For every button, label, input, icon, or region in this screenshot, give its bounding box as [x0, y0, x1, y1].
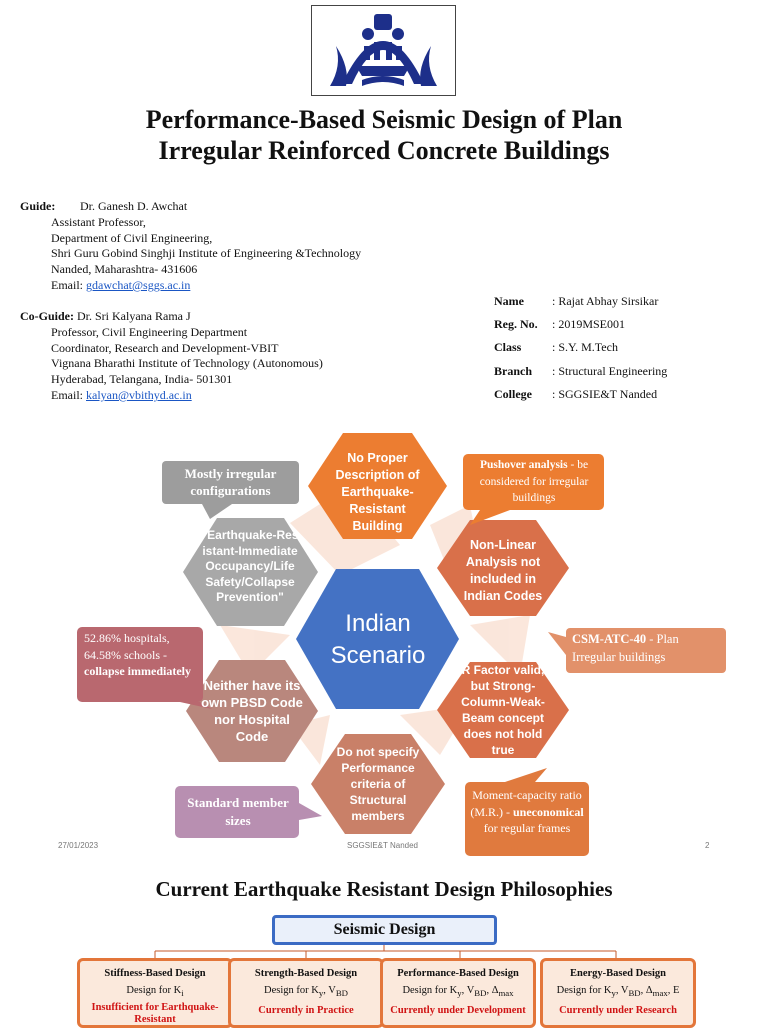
guide-label: Guide: [20, 199, 56, 213]
coguide-line: Hyderabad, Telangana, India- 501301 [51, 372, 233, 387]
coguide-name: Dr. Sri Kalyana Rama J [77, 309, 191, 323]
guide-line: Assistant Professor, [51, 214, 146, 229]
coguide-email-link[interactable]: kalyan@vbithyd.ac.in [86, 387, 192, 402]
institute-logo [311, 5, 456, 96]
page-title: Performance-Based Seismic Design of Plan… [0, 104, 768, 166]
card-stiffness: Stiffness-Based Design Design for Ki Ins… [77, 958, 233, 1028]
center-line-2: Scenario [330, 642, 426, 669]
card-title: Stiffness-Based Design [104, 968, 206, 979]
info-value: : Structural Engineering [552, 363, 668, 378]
info-row: College : SGGSIE&T Nanded [494, 387, 667, 410]
card-design: Design for Ki [126, 985, 184, 999]
callout-pushover-rest: - be considered for irregular buildings [479, 459, 589, 504]
coguide-line: Coordinator, Research and Development-VB… [51, 340, 279, 355]
tree-connectors [154, 940, 617, 958]
coguide-line: Professor, Civil Engineering Department [51, 324, 248, 339]
callout-standard-sizes: Standard member sizes [187, 795, 289, 828]
info-value: : Rajat Abhay Sirsikar [552, 294, 659, 308]
student-info-table: Name : Rajat Abhay Sirsikar Reg. No. : 201… [494, 294, 667, 410]
card-title: Performance-Based Design [397, 968, 519, 979]
hex-center [296, 569, 459, 709]
hex-top [308, 433, 447, 539]
guide-email-label: Email: [51, 277, 86, 292]
callout-csm: CSM-ATC-40 - Plan Irregular buildings [572, 631, 722, 666]
info-key: Class [494, 340, 522, 355]
info-value: : S.Y. M.Tech [552, 340, 618, 355]
callout-moment-capacity: Moment-capacity ratio (M.R.) - uneconomi… [468, 787, 586, 837]
hex-bottom-left-text: Neither have its own PBSD Code nor Hospi… [201, 678, 303, 744]
footer-date: 27/01/2023 [58, 841, 99, 850]
hex-bottom [311, 734, 445, 834]
hex-top-left-text: "Earthquake-Resistant-Immediate Occupanc… [201, 528, 299, 605]
card-strength: Strength-Based Design Design for Ky, VBD… [228, 958, 384, 1028]
center-line-1: Indian [345, 610, 411, 637]
hexagon-diagram [77, 433, 726, 856]
seismic-design-root: Seismic Design [272, 915, 497, 945]
info-value: : SGGSIE&T Nanded [552, 386, 658, 401]
coguide-email-label: Email: [51, 387, 86, 402]
info-value: : 2019MSE001 [552, 317, 626, 332]
card-design: Design for Ky, VBD, Δmax [402, 985, 514, 999]
card-design: Design for Ky, VBD [263, 985, 348, 999]
callout-hospitals: 52.86% hospitals, 64.58% schools - colla… [84, 630, 198, 680]
hex-bottom-right [437, 662, 569, 758]
guide-name: Dr. Ganesh D. Awchat [80, 199, 188, 213]
guide-line: Department of Civil Engineering, [51, 230, 213, 245]
hex-bottom-left [186, 660, 318, 762]
coguide-block: Co-Guide: Dr. Sri Kalyana Rama J Profess… [20, 309, 440, 404]
info-row: Class : S.Y. M.Tech [494, 340, 667, 363]
footer-college: SGGSIE&T Nanded [347, 841, 418, 850]
callout-hospitals-bold: collapse immediately [84, 664, 191, 678]
center-hex-text: Indian Scenario [306, 600, 450, 680]
card-status: Insufficient for Earthquake-Resistant [91, 1002, 219, 1026]
guide-block: Guide: Dr. Ganesh D. Awchat Assistant Pro… [20, 199, 440, 294]
coguide-label: Co-Guide: [20, 309, 74, 323]
info-row: Branch : Structural Engineering [494, 364, 667, 387]
hex-top-right [437, 520, 569, 616]
card-design: Design for Ky, VBD, Δmax, E [556, 985, 680, 999]
callout-csm-bold: CSM-ATC-40 [572, 632, 647, 646]
info-key: Branch [494, 363, 533, 378]
section-title: Current Earthquake Resistant Design Phil… [155, 877, 613, 901]
hex-top-text: No Proper Description of Earthquake-Resi… [335, 450, 420, 533]
coguide-line: Vignana Bharathi Institute of Technology… [51, 356, 323, 371]
callout-mcr-rest: for regular frames [483, 821, 571, 835]
info-key: College [494, 386, 532, 401]
card-status: Currently under Research [559, 1005, 677, 1017]
card-title: Energy-Based Design [570, 968, 666, 979]
title-line-1: Performance-Based Seismic Design of Plan [145, 105, 623, 134]
info-row: Reg. No. : 2019MSE001 [494, 317, 667, 340]
hex-top-right-text: Non-Linear Analysis not included in Indi… [463, 538, 543, 603]
info-key: Name [494, 294, 524, 308]
card-title: Strength-Based Design [254, 968, 358, 979]
info-key: Reg. No. [494, 317, 538, 332]
card-energy: Energy-Based Design Design for Ky, VBD, … [540, 958, 696, 1028]
callout-mcr-text: Moment-capacity ratio (M.R.) - [470, 788, 582, 819]
card-performance: Performance-Based Design Design for Ky, … [380, 958, 536, 1028]
guide-line: Shri Guru Gobind Singhji Institute of En… [51, 246, 362, 261]
title-line-2: Irregular Reinforced Concrete Buildings [158, 136, 610, 165]
card-status: Currently under Development [390, 1005, 526, 1017]
callout-pushover-bold: Pushover analysis [479, 459, 568, 471]
callout-hospitals-text: 52.86% hospitals, 64.58% schools - [84, 631, 170, 662]
hex-bottom-text: Do not specify Performance criteria of S… [336, 745, 420, 823]
callout-csm-rest: - Plan Irregular buildings [572, 632, 679, 664]
info-row: Name : Rajat Abhay Sirsikar [494, 294, 667, 317]
callout-mcr-bold: uneconomical [513, 804, 584, 819]
guide-email-link[interactable]: gdawchat@sggs.ac.in [86, 277, 191, 292]
hex-bottom-right-text: R Factor valid, but Strong-Column-Weak-B… [461, 663, 545, 757]
hex-top-left [183, 518, 318, 626]
card-status: Currently in Practice [258, 1005, 354, 1017]
callout-pushover: Pushover analysis - be considered for ir… [468, 457, 600, 507]
guide-line: Nanded, Maharashtra- 431606 [51, 262, 198, 277]
callout-irregular: Mostly irregular configurations [184, 466, 277, 498]
footer-page: 2 [705, 841, 710, 850]
